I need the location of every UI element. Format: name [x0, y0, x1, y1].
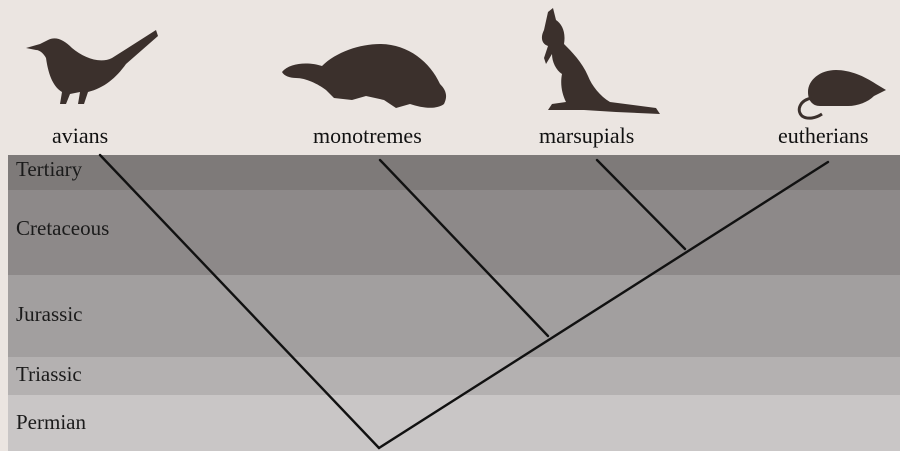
branch-avians — [100, 155, 379, 448]
branch-marsupials — [597, 160, 685, 249]
branch-monotremes — [380, 160, 548, 336]
branch-mammals-root — [379, 162, 828, 448]
shrew-icon — [799, 70, 886, 118]
kangaroo-icon — [542, 8, 660, 114]
bird-icon — [26, 30, 158, 104]
platypus-icon — [282, 44, 446, 108]
